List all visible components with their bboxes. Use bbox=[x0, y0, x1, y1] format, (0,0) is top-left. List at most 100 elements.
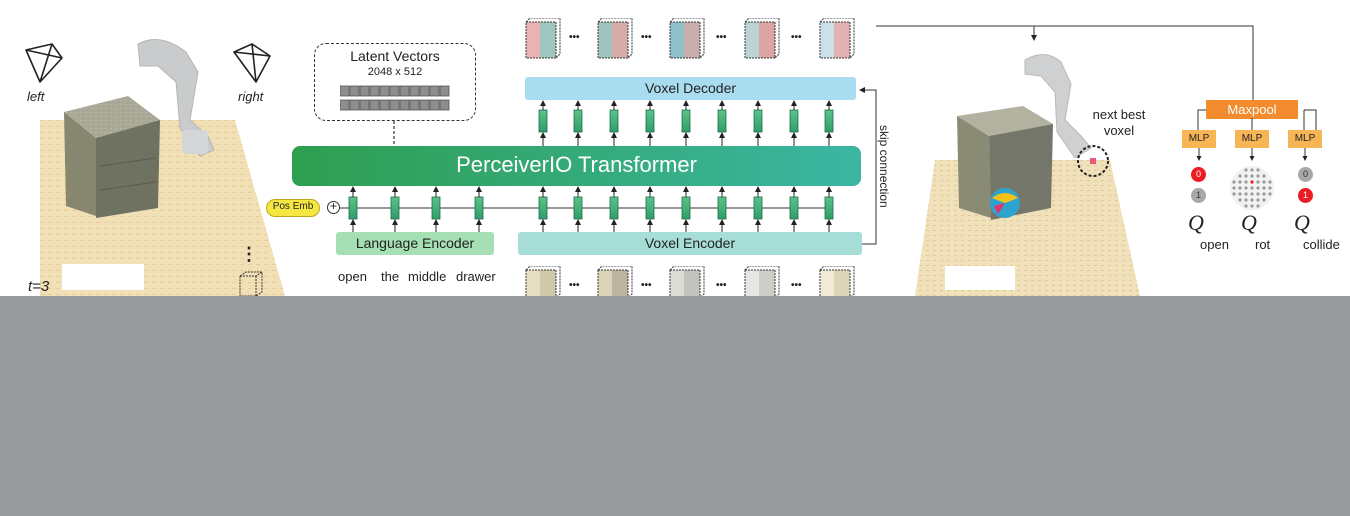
mlp-label: MLP bbox=[1188, 133, 1210, 144]
language-encoder-block bbox=[336, 232, 494, 255]
token bbox=[538, 196, 548, 220]
voxel-cube bbox=[669, 266, 705, 296]
token bbox=[645, 196, 655, 220]
rotation-bin bbox=[1256, 192, 1260, 196]
rotation-bin bbox=[1244, 186, 1248, 190]
rotation-bin bbox=[1232, 180, 1236, 184]
ellipsis-dots: ••• bbox=[569, 280, 580, 291]
token bbox=[753, 109, 763, 133]
head-branches bbox=[1197, 109, 1317, 130]
latent-vectors-size: 2048 x 512 bbox=[367, 66, 423, 78]
latent-cell bbox=[369, 85, 380, 97]
voxel-cube bbox=[819, 18, 855, 59]
rotation-bin bbox=[1268, 192, 1272, 196]
token bbox=[717, 196, 727, 220]
latent-cell bbox=[439, 85, 450, 97]
architecture-figure: left right ⋮ t=3 Latent Vectors 2048 x 5… bbox=[25, 18, 1340, 296]
rotation-bin bbox=[1238, 192, 1242, 196]
value-label: 0 bbox=[1302, 169, 1308, 179]
add-icon bbox=[327, 201, 340, 214]
rotation-bin bbox=[1238, 186, 1242, 190]
voxel-encoder-block bbox=[518, 232, 862, 255]
camera-right-label: right bbox=[238, 89, 264, 104]
rotation-bin bbox=[1262, 192, 1266, 196]
rotation-bin bbox=[1238, 174, 1242, 178]
rotation-bin bbox=[1250, 198, 1254, 202]
latent-cell bbox=[419, 85, 430, 97]
latent-cell bbox=[389, 85, 400, 97]
token bbox=[609, 196, 619, 220]
rotation-bin bbox=[1250, 204, 1254, 208]
instruction-word: open bbox=[338, 269, 367, 284]
q-rot-symbol: Q bbox=[1241, 210, 1257, 235]
latent-cell bbox=[439, 99, 450, 111]
token bbox=[789, 109, 799, 133]
token bbox=[538, 109, 548, 133]
latent-vector-grid bbox=[340, 85, 450, 111]
token bbox=[573, 196, 583, 220]
token bbox=[681, 109, 691, 133]
rotation-bin bbox=[1244, 168, 1248, 172]
rotation-bin bbox=[1256, 168, 1260, 172]
latent-cell bbox=[359, 99, 370, 111]
rotation-bin bbox=[1244, 192, 1248, 196]
rotation-bin bbox=[1256, 204, 1260, 208]
latent-cell bbox=[429, 99, 440, 111]
voxel-cube bbox=[597, 266, 633, 296]
ellipsis-dots: ••• bbox=[716, 32, 727, 43]
rotation-bin bbox=[1256, 174, 1260, 178]
rotation-bin bbox=[1244, 174, 1248, 178]
ellipsis-dots: ••• bbox=[641, 32, 652, 43]
next-best-voxel-marker bbox=[1077, 145, 1109, 177]
plus-symbol: + bbox=[329, 199, 337, 213]
language-encoder-label: Language Encoder bbox=[355, 235, 475, 251]
latent-cell bbox=[409, 99, 420, 111]
latent-cell bbox=[340, 85, 350, 97]
rotation-bin bbox=[1262, 180, 1266, 184]
rotation-bin bbox=[1238, 198, 1242, 202]
maxpool-label: Maxpool bbox=[1227, 102, 1277, 117]
output-connector bbox=[876, 25, 1254, 102]
right-scene bbox=[915, 54, 1140, 296]
rotation-bin bbox=[1256, 186, 1260, 190]
token bbox=[645, 109, 655, 133]
instruction-word: middle bbox=[408, 269, 447, 284]
camera-frustum-icon bbox=[25, 43, 63, 83]
voxel-cube bbox=[744, 18, 780, 59]
token bbox=[609, 109, 619, 133]
latent-cell bbox=[409, 85, 420, 97]
mlp-block-open bbox=[1182, 130, 1216, 148]
latent-cell bbox=[379, 99, 390, 111]
voxel-cube bbox=[669, 18, 705, 59]
rotation-bin bbox=[1244, 204, 1248, 208]
voxel-encoder-label: Voxel Encoder bbox=[644, 235, 736, 251]
q-rot-label: rot bbox=[1255, 237, 1271, 252]
rotation-sphere-icon bbox=[1230, 166, 1274, 210]
rotation-bin bbox=[1232, 192, 1236, 196]
latent-cell bbox=[429, 85, 440, 97]
latent-cell bbox=[399, 99, 410, 111]
skip-connection-label: skip connection bbox=[877, 125, 891, 208]
open-value-1 bbox=[1191, 188, 1206, 203]
token bbox=[681, 196, 691, 220]
ellipsis-dots: ••• bbox=[791, 32, 802, 43]
voxel-cube bbox=[597, 18, 633, 59]
collide-value-0 bbox=[1298, 167, 1313, 182]
token bbox=[431, 196, 441, 220]
ellipsis-dots: ••• bbox=[641, 280, 652, 291]
cabinet-front bbox=[957, 116, 991, 218]
q-open-symbol: Q bbox=[1188, 210, 1204, 235]
voxel-decoder-label: Voxel Decoder bbox=[644, 80, 737, 96]
mlp-block-collide bbox=[1288, 130, 1322, 148]
instruction-word: the bbox=[381, 269, 400, 284]
token bbox=[824, 196, 834, 220]
token bbox=[824, 109, 834, 133]
next-best-voxel-label: next best voxel bbox=[1092, 107, 1146, 138]
rotation-bin bbox=[1250, 180, 1254, 184]
token-flow bbox=[340, 87, 877, 245]
timestep-label: t=3 bbox=[28, 278, 50, 295]
open-value-0 bbox=[1191, 167, 1206, 182]
pos-emb-badge bbox=[266, 199, 320, 217]
latent-cell bbox=[379, 85, 390, 97]
q-collide-label: collide bbox=[1303, 237, 1340, 252]
